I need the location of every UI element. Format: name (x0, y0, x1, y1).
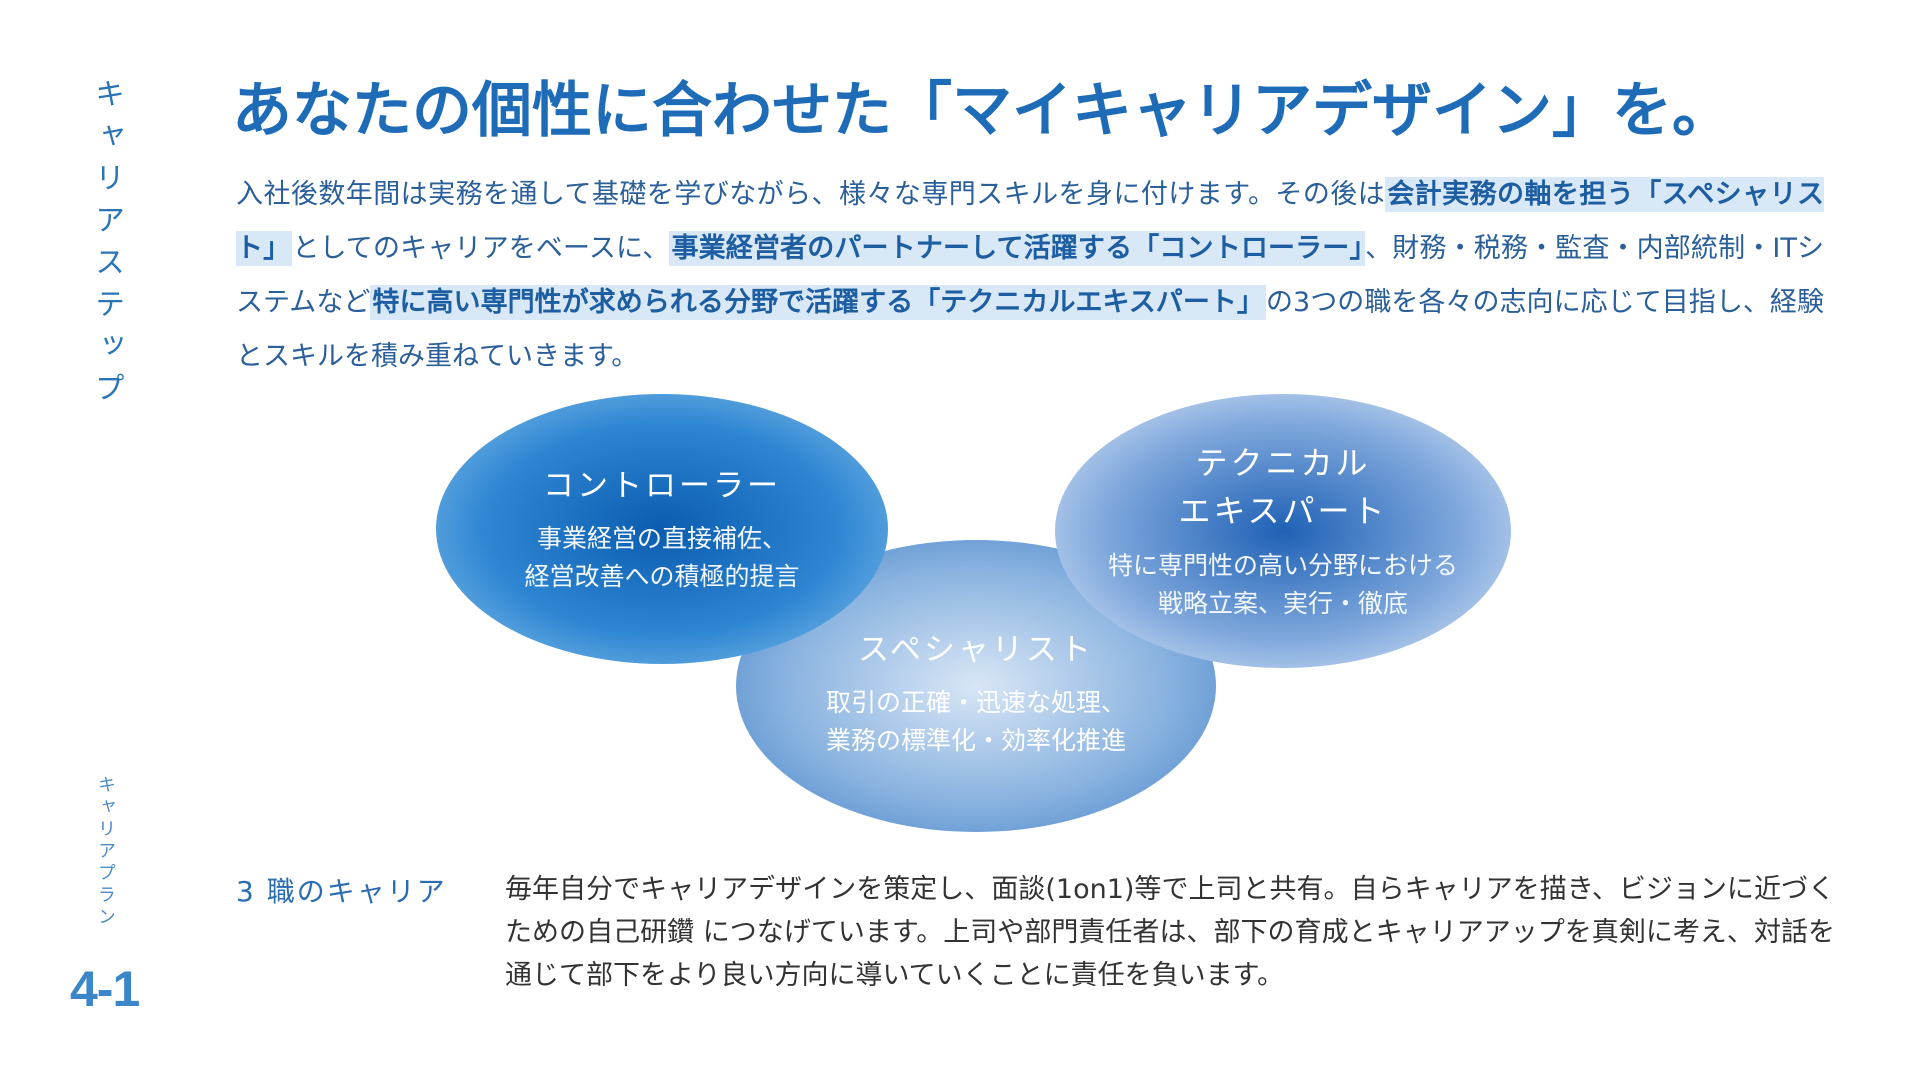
specialist-title: スペシャリスト (858, 632, 1094, 668)
side-section-label: キャリアステップ (89, 78, 124, 414)
intro-text-3: 、財務・税務・監査・内部統制・ITシステムなど (236, 233, 1824, 318)
intro-text-1: 入社後数年間は実務を通して基礎を学びながら、様々な専門スキルを身に付けます。その… (236, 179, 1386, 210)
controller-circle: コントローラー 事業経営の直接補佐、 経営改善への積極的提言 (436, 394, 888, 664)
intro-text-2: としてのキャリアをベースに、 (292, 233, 670, 264)
expert-desc-line-2: 戦略立案、実行・徹底 (1157, 589, 1408, 618)
intro-text-4: の3つの職を各々の志向に応じて目指し、経験とスキルを積み重ねていきます。 (236, 287, 1824, 372)
specialist-desc-line-2: 業務の標準化・効率化推進 (825, 726, 1126, 755)
controller-desc-line-2: 経営改善への積極的提言 (524, 562, 800, 591)
page-title: あなたの個性に合わせた「マイキャリアデザイン」を。 (232, 76, 1732, 146)
intro-highlight-controller: 事業経営者のパートナーして活躍する「コントローラー」 (669, 231, 1366, 266)
expert-desc-line-1: 特に専門性の高い分野における (1107, 551, 1458, 580)
controller-title: コントローラー (543, 468, 781, 504)
career-section-label: 3 職のキャリア (236, 875, 447, 908)
page-number: 4-1 (70, 961, 140, 1017)
expert-circle: テクニカル エキスパート 特に専門性の高い分野における 戦略立案、実行・徹底 (1055, 394, 1511, 668)
specialist-desc-line-1: 取引の正確・迅速な処理、 (825, 688, 1126, 717)
expert-title-line-2: エキスパート (1178, 492, 1388, 530)
expert-title-line-1: テクニカル (1195, 444, 1371, 482)
side-subsection-label: キャリアプラン (95, 775, 116, 929)
career-description: 毎年自分でキャリアデザインを策定し、面談(1on1)等で上司と共有。自らキャリア… (505, 874, 1835, 991)
controller-description: 事業経営の直接補佐、 経営改善への積極的提言 (524, 520, 799, 596)
expert-title: テクニカル エキスパート (1178, 439, 1387, 535)
intro-highlight-expert: 特に高い専門性が求められる分野で活躍する「テクニカルエキスパート」 (370, 285, 1266, 320)
controller-desc-line-1: 事業経営の直接補佐、 (536, 524, 787, 553)
specialist-description: 取引の正確・迅速な処理、 業務の標準化・効率化推進 (826, 684, 1126, 760)
expert-description: 特に専門性の高い分野における 戦略立案、実行・徹底 (1108, 547, 1458, 623)
specialist-content: スペシャリスト 取引の正確・迅速な処理、 業務の標準化・効率化推進 (826, 626, 1126, 760)
intro-paragraph: 入社後数年間は実務を通して基礎を学びながら、様々な専門スキルを身に付けます。その… (236, 168, 1824, 384)
